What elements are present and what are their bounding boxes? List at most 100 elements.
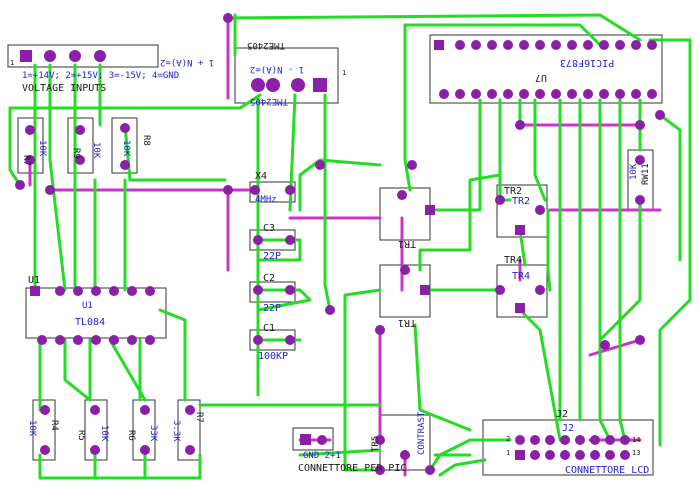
pad: [40, 405, 50, 415]
trace: [298, 448, 382, 457]
pad: [45, 185, 55, 195]
trace: [256, 238, 302, 262]
tme-pins-right-label: 1 + N(A)=2: [160, 57, 215, 67]
u1-label: U1: [28, 275, 41, 286]
pad: [515, 450, 525, 460]
pad: [253, 335, 263, 345]
pad: [535, 89, 545, 99]
pad: [425, 205, 435, 215]
pad: [590, 435, 600, 445]
pad: [90, 405, 100, 415]
pad: [185, 445, 195, 455]
trace: [546, 208, 552, 292]
pad: [439, 89, 449, 99]
pad: [253, 285, 263, 295]
pad: [20, 50, 32, 62]
pad: [400, 450, 410, 460]
pad: [575, 450, 585, 460]
pad: [600, 340, 610, 350]
voltage-header-label: 1=+14V; 2=+15V; 3=-15V; 4=GND: [22, 71, 180, 81]
pad: [515, 225, 525, 235]
pad: [560, 435, 570, 445]
pad: [515, 120, 525, 130]
trace: [428, 438, 512, 472]
conn-pic-label: CONNETTORE PER PIC: [298, 463, 407, 474]
pad: [223, 185, 233, 195]
trace: [598, 203, 642, 342]
r6-outline: [177, 399, 201, 461]
conn-pin14-label: 14: [632, 436, 641, 444]
pad: [127, 335, 137, 345]
pad: [434, 40, 444, 50]
pad: [519, 40, 529, 50]
x4-label: X4: [255, 171, 268, 182]
trace: [518, 308, 562, 442]
r11-value-label: 10K: [629, 163, 639, 180]
c3-label: C3: [263, 223, 276, 234]
pad: [647, 40, 657, 50]
pad: [223, 13, 233, 23]
trace: [428, 98, 482, 212]
pad: [655, 110, 665, 120]
contrast-label: CONTRAST: [417, 411, 427, 455]
r8-value-label: 10K: [121, 140, 131, 157]
pad: [605, 450, 615, 460]
pad: [75, 155, 85, 165]
j2-value-label: J2: [562, 423, 575, 434]
c2-value-label: 22P: [263, 303, 282, 314]
trace: [256, 288, 312, 312]
conn-pin1-label: 1: [506, 449, 511, 457]
pad: [407, 160, 417, 170]
pad: [253, 235, 263, 245]
j2-outline: [482, 419, 654, 476]
pad: [313, 78, 327, 92]
pad: [75, 125, 85, 135]
pad: [285, 185, 295, 195]
pad: [615, 40, 625, 50]
pad: [37, 335, 47, 345]
x4-outline: [249, 181, 296, 203]
pad: [55, 335, 65, 345]
pad: [266, 78, 280, 92]
pad: [583, 40, 593, 50]
pad: [530, 450, 540, 460]
tr5-label: TR5: [371, 435, 381, 452]
voltage-connector-outline: [7, 44, 159, 68]
r2-value-label: 10K: [27, 420, 37, 437]
pad: [25, 155, 35, 165]
c3-value-label: 22P: [263, 251, 282, 262]
pad: [471, 89, 481, 99]
conn-lcd-label: CONNETTORE LCD: [565, 465, 650, 476]
trace: [413, 323, 472, 432]
pad: [615, 89, 625, 99]
pad: [420, 285, 430, 295]
tme-top-label: TME2405: [247, 40, 285, 50]
pad: [535, 205, 545, 215]
trace: [533, 98, 547, 202]
pad: [140, 405, 150, 415]
gnd-conn-label: GND 2+1: [303, 451, 341, 461]
r9-value-label: 10K: [91, 142, 101, 159]
trace: [38, 453, 202, 480]
pad: [503, 89, 513, 99]
tr4-value-label: TR4: [512, 271, 531, 282]
pad: [530, 435, 540, 445]
pad: [545, 450, 555, 460]
pad: [250, 185, 260, 195]
pad: [620, 450, 630, 460]
u1-pads: [30, 286, 155, 345]
pad: [317, 435, 327, 445]
pad: [575, 435, 585, 445]
pad: [647, 89, 657, 99]
u1-part-label: TL084: [75, 317, 106, 328]
tr4-label: TR4: [504, 255, 523, 266]
pin1-label: 1: [10, 59, 15, 67]
pad: [503, 40, 513, 50]
pad: [291, 78, 305, 92]
solder-pads: [15, 13, 665, 475]
pad: [285, 235, 295, 245]
c1-label: C1: [263, 323, 276, 334]
pad: [140, 445, 150, 455]
pad: [567, 40, 577, 50]
